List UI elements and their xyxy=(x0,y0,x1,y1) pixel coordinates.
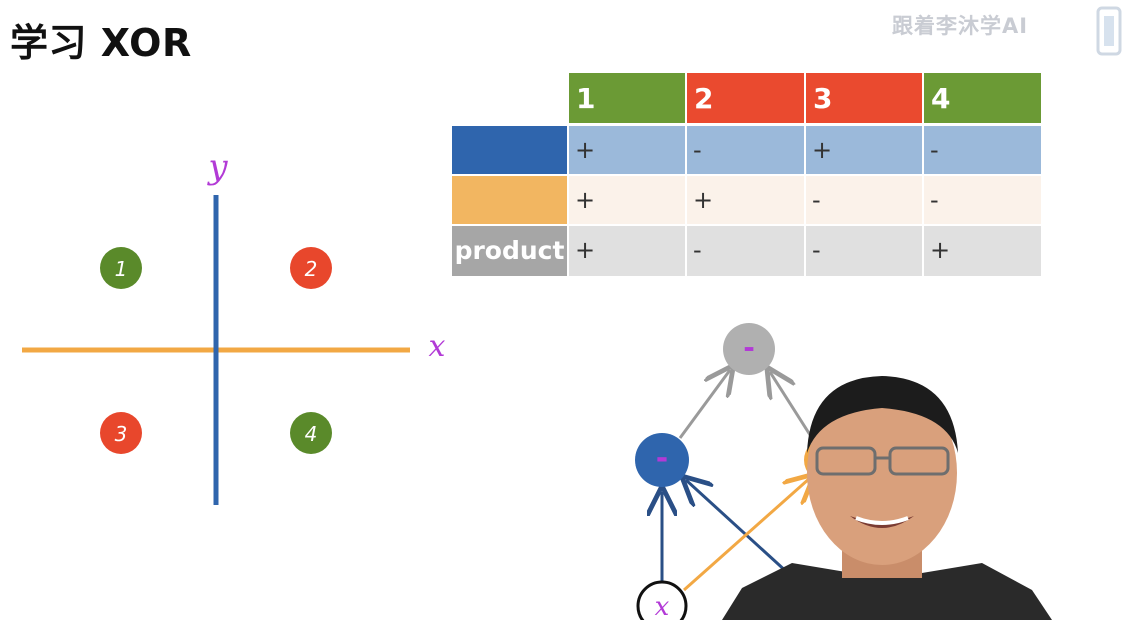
hidden-node-1: - xyxy=(635,433,689,487)
table-cell: + xyxy=(687,176,804,224)
quadrant-point-1: 1 xyxy=(100,247,142,289)
presenter-video-overlay xyxy=(722,376,1052,620)
output-node: - xyxy=(723,323,775,375)
row-label-product: product xyxy=(452,226,567,276)
watermark-logo-icon xyxy=(1096,6,1122,56)
row-label-orange xyxy=(452,176,567,224)
input-node-label: x xyxy=(655,592,670,620)
quadrant-point-2: 2 xyxy=(290,247,332,289)
table-cell: - xyxy=(687,226,804,276)
row-label-blue xyxy=(452,126,567,174)
table-header-3: 3 xyxy=(806,73,922,123)
table-cell: - xyxy=(687,126,804,174)
table-header-2: 2 xyxy=(687,73,804,123)
edge-input-hidden2 xyxy=(683,478,810,592)
edge-x-hidden1-cross xyxy=(686,480,802,586)
edge-hidden2-output xyxy=(770,372,814,439)
quadrant-label-1: 1 xyxy=(115,257,128,281)
glasses-left-lens xyxy=(815,446,877,476)
glasses-right-lens xyxy=(888,446,950,476)
table-header-4: 4 xyxy=(924,73,1041,123)
quadrant-label-2: 2 xyxy=(305,257,318,281)
table-cell: + xyxy=(806,126,922,174)
presenter-hair xyxy=(807,376,958,453)
y-axis-label: y xyxy=(206,147,228,187)
page-title: 学习 XOR xyxy=(10,21,192,65)
presenter-shirt xyxy=(722,563,1052,620)
table-cell: + xyxy=(569,126,685,174)
hidden-node-mark: - xyxy=(656,441,668,476)
x-axis-label: x xyxy=(429,329,446,364)
table-cell: + xyxy=(569,226,685,276)
quadrant-label-3: 3 xyxy=(115,422,128,446)
table-cell: - xyxy=(806,226,922,276)
table-cell: + xyxy=(569,176,685,224)
watermark: 跟着李沐学AI xyxy=(892,14,1029,38)
quadrant-point-3: 3 xyxy=(100,412,142,454)
output-node-mark: - xyxy=(743,331,755,364)
table-header-1: 1 xyxy=(569,73,685,123)
presenter-face xyxy=(807,381,957,565)
table-cell: - xyxy=(924,126,1041,174)
table-cell: - xyxy=(924,176,1041,224)
edge-hidden1-output xyxy=(678,370,730,439)
table-cell: - xyxy=(806,176,922,224)
table-cell: + xyxy=(924,226,1041,276)
quadrant-label-4: 4 xyxy=(305,422,318,446)
input-node: x xyxy=(636,580,688,620)
quadrant-point-4: 4 xyxy=(290,412,332,454)
